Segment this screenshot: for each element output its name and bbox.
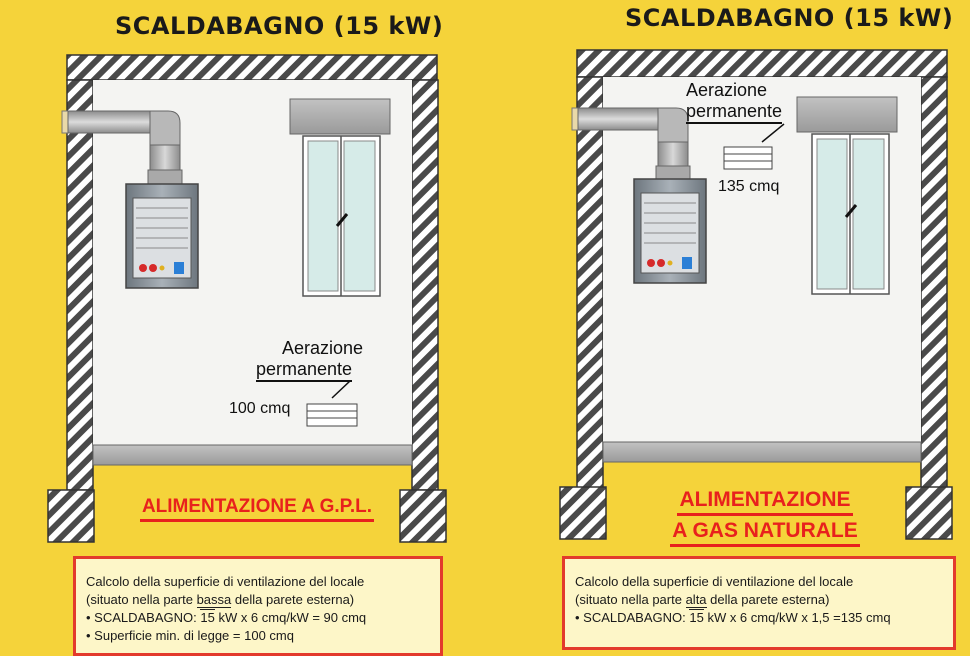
right-info-box: Calcolo della superficie di ventilazione…	[562, 556, 956, 650]
left-vent-label-line2: permanente	[256, 359, 353, 382]
right-wall-left	[576, 76, 604, 493]
right-info-line3: • SCALDABAGNO: 15 kW x 6 cmq/kW x 1,5 =1…	[575, 609, 891, 625]
left-supply-label: ALIMENTAZIONE A G.P.L.	[112, 496, 402, 522]
left-wall-top	[66, 54, 438, 81]
right-supply-label: ALIMENTAZIONE A GAS NATURALE	[650, 485, 880, 548]
left-title: SCALDABAGNO (15 kW)	[115, 12, 444, 40]
left-window	[289, 98, 391, 297]
left-flue-pipe	[61, 110, 183, 186]
left-vent-label-line1: Aerazione	[282, 338, 364, 358]
left-vent-grille	[306, 403, 358, 427]
left-water-heater	[125, 183, 199, 289]
right-vent-grille	[723, 146, 773, 170]
right-floor	[602, 441, 922, 463]
right-room	[559, 49, 953, 540]
left-info-line4: • Superficie min. di legge = 100 cmq	[86, 628, 294, 643]
right-vent-label-line1: Aerazione	[686, 80, 768, 100]
right-wall-right	[920, 76, 948, 493]
left-floor	[92, 444, 413, 466]
right-vent-area: 135 cmq	[718, 178, 780, 195]
right-info-line1: Calcolo della superficie di ventilazione…	[575, 574, 854, 589]
left-info-line1: Calcolo della superficie di ventilazione…	[86, 574, 365, 589]
right-flue-pipe	[571, 107, 691, 181]
left-info-box: Calcolo della superficie di ventilazione…	[73, 556, 443, 656]
right-supply-line2: A GAS NATURALE	[670, 520, 860, 548]
right-supply-line1: ALIMENTAZIONE	[677, 488, 853, 517]
left-vent-area: 100 cmq	[229, 400, 291, 417]
right-info-line2: (situato nella parte alta della parete e…	[575, 592, 830, 608]
right-vent-label-line2: permanente	[686, 101, 783, 124]
left-footing-right	[399, 489, 447, 543]
left-info-line3: • SCALDABAGNO: 15 kW x 6 cmq/kW = 90 cmq	[86, 609, 367, 625]
left-footing-left	[47, 489, 95, 543]
left-vent-label: Aerazione permanente	[256, 338, 364, 382]
right-footing-left	[559, 486, 607, 540]
left-vent-pointer	[331, 380, 351, 399]
left-wall-right	[411, 79, 439, 491]
right-vent-label: Aerazione permanente	[686, 80, 783, 124]
right-footing-right	[905, 486, 953, 540]
right-window	[796, 96, 898, 295]
right-water-heater	[633, 178, 707, 284]
left-supply-text: ALIMENTAZIONE A G.P.L.	[139, 497, 375, 522]
right-vent-pointer	[761, 123, 785, 143]
right-title: SCALDABAGNO (15 kW)	[625, 4, 954, 32]
left-room	[47, 54, 447, 543]
left-info-line2: (situato nella parte bassa della parete …	[86, 592, 355, 608]
left-wall-left	[66, 79, 94, 491]
right-wall-top	[576, 49, 948, 78]
